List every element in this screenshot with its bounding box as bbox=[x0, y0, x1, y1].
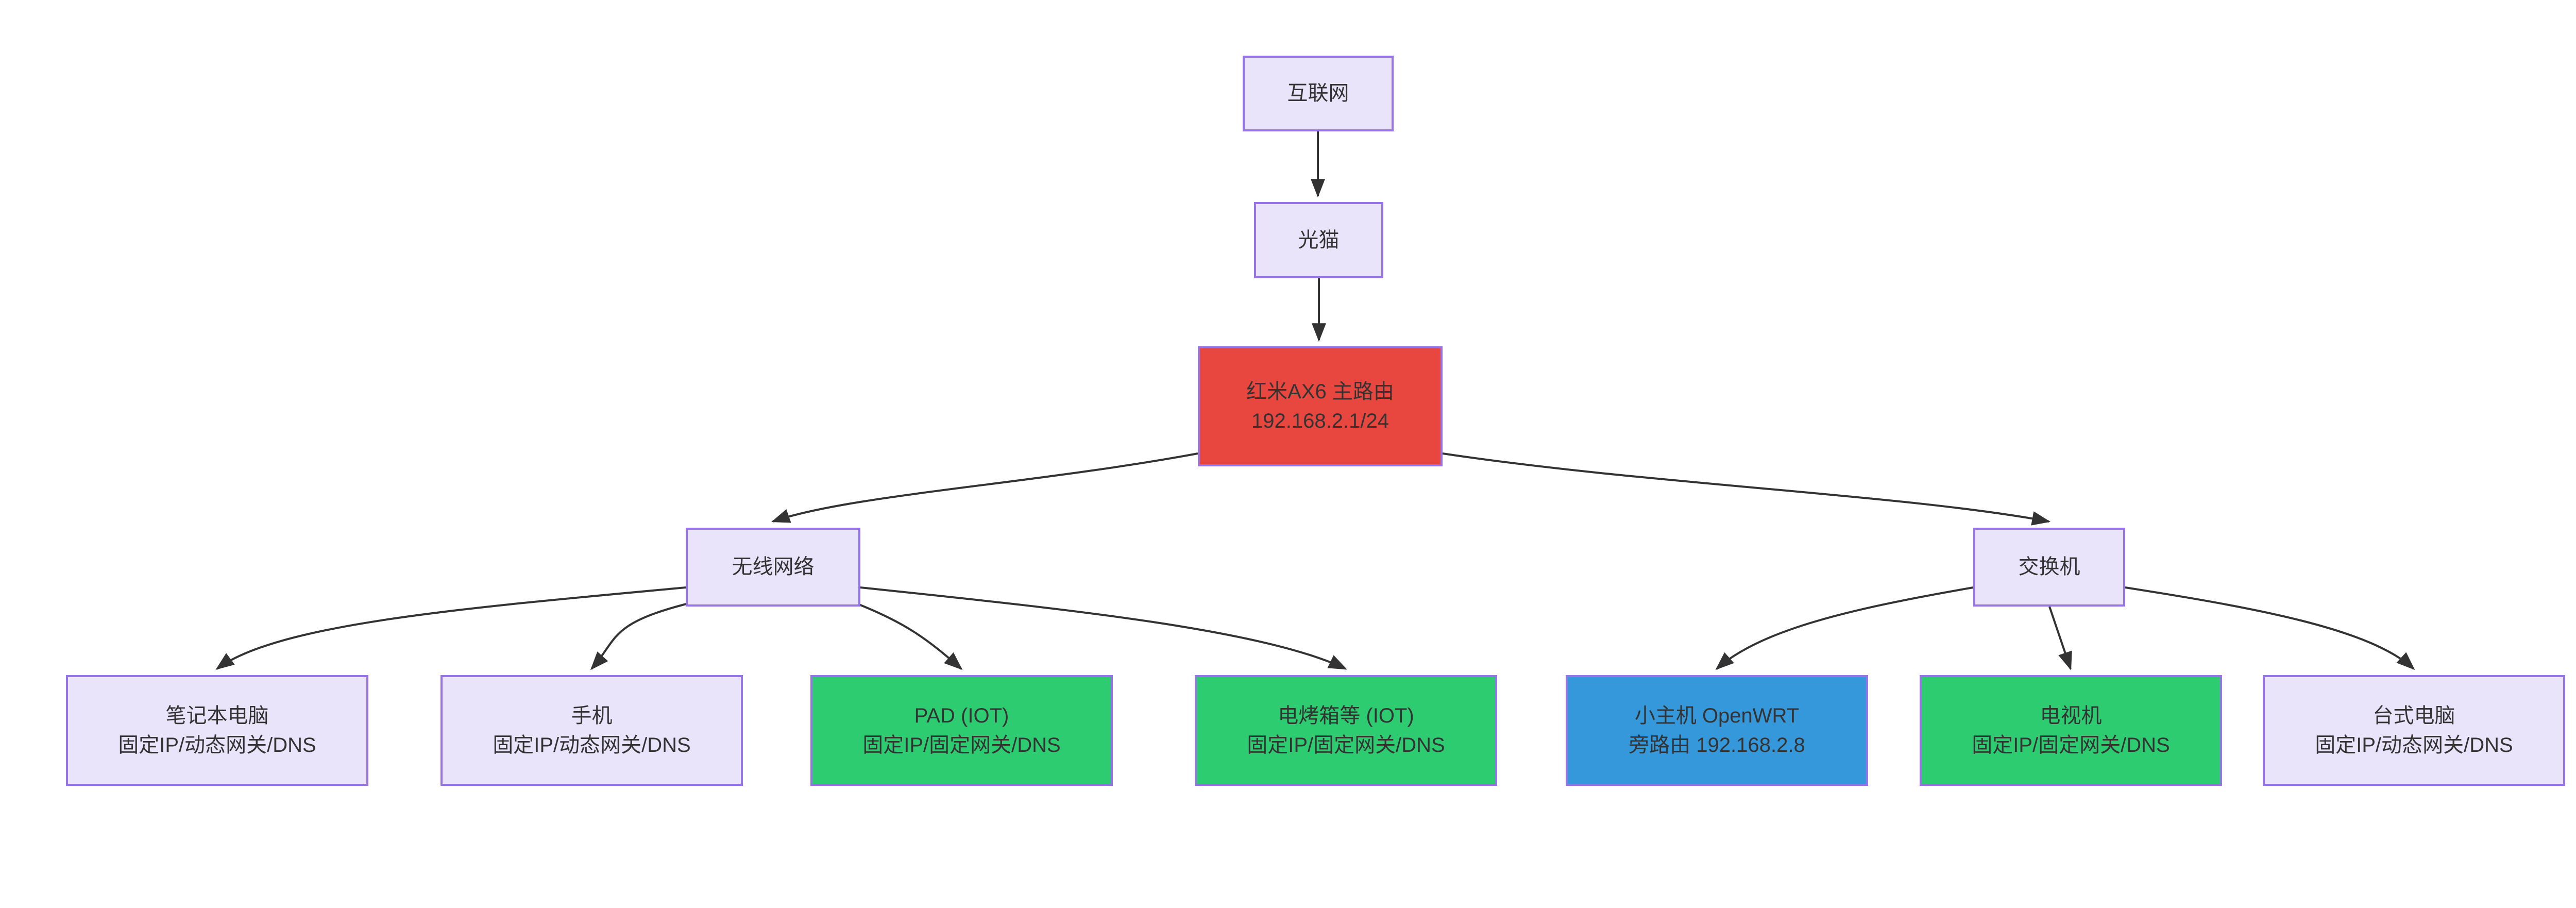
node-laptop[interactable]: 笔记本电脑固定IP/动态网关/DNS bbox=[66, 675, 368, 786]
edge-main-router-to-wireless-network bbox=[771, 452, 1198, 523]
node-main-router[interactable]: 红米AX6 主路由 192.168.2.1/24 bbox=[1198, 346, 1443, 466]
node-desktop-pc-line-1: 台式电脑 bbox=[2372, 704, 2455, 727]
node-wireless-network-line-1: 无线网络 bbox=[732, 556, 815, 579]
node-oven-iot-line-2: 固定IP/固定网关/DNS bbox=[1247, 733, 1445, 756]
node-desktop-pc[interactable]: 台式电脑固定IP/动态网关/DNS bbox=[2263, 675, 2565, 786]
node-oven-iot-line-1: 电烤箱等 (IOT) bbox=[1278, 704, 1414, 727]
node-pad-iot[interactable]: PAD (IOT) 固定IP/固定网关/DNS bbox=[810, 675, 1113, 786]
node-phone[interactable]: 手机固定IP/动态网关/DNS bbox=[440, 675, 743, 786]
node-mini-host-openwrt[interactable]: 小主机 OpenWRT 旁路由 192.168.2.8 bbox=[1566, 675, 1868, 786]
node-phone-line-1: 手机 bbox=[571, 704, 613, 727]
edge-wireless-network-to-pad-iot bbox=[855, 602, 963, 670]
node-television[interactable]: 电视机固定IP/固定网关/DNS bbox=[1920, 675, 2222, 786]
node-television-line-1: 电视机 bbox=[2040, 704, 2102, 727]
node-wireless-network[interactable]: 无线网络 bbox=[686, 528, 860, 607]
edge-switch-to-television bbox=[2048, 606, 2072, 671]
edge-wireless-network-to-oven-iot bbox=[860, 586, 1347, 670]
node-laptop-line-1: 笔记本电脑 bbox=[165, 704, 269, 727]
node-pad-iot-line-2: 固定IP/固定网关/DNS bbox=[862, 733, 1061, 756]
edge-wireless-network-to-phone bbox=[590, 602, 691, 670]
node-television-line-2: 固定IP/固定网关/DNS bbox=[1972, 733, 2170, 756]
node-internet-line-1: 互联网 bbox=[1287, 82, 1349, 105]
node-oven-iot[interactable]: 电烤箱等 (IOT) 固定IP/固定网关/DNS bbox=[1195, 675, 1497, 786]
node-optical-modem-line-1: 光猫 bbox=[1298, 228, 1340, 251]
node-switch-line-1: 交换机 bbox=[2018, 556, 2080, 579]
node-desktop-pc-line-2: 固定IP/动态网关/DNS bbox=[2315, 733, 2513, 756]
node-optical-modem[interactable]: 光猫 bbox=[1254, 202, 1383, 278]
node-mini-host-openwrt-line-1: 小主机 OpenWRT bbox=[1634, 704, 1800, 727]
node-main-router-line-1: 红米AX6 主路由 bbox=[1246, 380, 1394, 403]
edge-main-router-to-switch bbox=[1442, 452, 2051, 526]
node-main-router-line-2: 192.168.2.1/24 bbox=[1251, 409, 1389, 432]
edge-wireless-network-to-laptop bbox=[215, 586, 686, 670]
node-phone-line-2: 固定IP/动态网关/DNS bbox=[493, 733, 691, 756]
edge-switch-to-desktop-pc bbox=[2125, 586, 2415, 670]
edge-switch-to-mini-host-openwrt bbox=[1715, 586, 1974, 670]
node-laptop-line-2: 固定IP/动态网关/DNS bbox=[118, 733, 316, 756]
node-pad-iot-line-1: PAD (IOT) bbox=[914, 704, 1009, 727]
node-internet[interactable]: 互联网 bbox=[1243, 56, 1394, 131]
node-switch[interactable]: 交换机 bbox=[1973, 528, 2125, 607]
node-mini-host-openwrt-line-2: 旁路由 192.168.2.8 bbox=[1629, 733, 1805, 756]
